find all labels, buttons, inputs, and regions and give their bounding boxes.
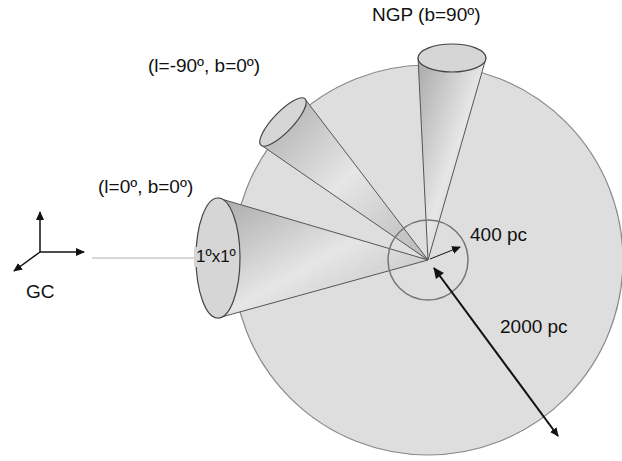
- direction-label: (l=0º, b=0º): [98, 176, 193, 198]
- axis-arrow: [40, 251, 84, 253]
- cone: [218, 198, 428, 318]
- axis-arrow: [39, 212, 41, 252]
- radius-arrow: [430, 247, 460, 259]
- axis-arrow: [14, 252, 40, 271]
- dimension-label: 400 pc: [470, 224, 527, 246]
- direction-label: NGP (b=90º): [372, 4, 481, 26]
- axis-label: GC: [26, 281, 55, 303]
- radius-arrow: [434, 268, 558, 436]
- direction-label: (l=-90º, b=0º): [148, 55, 260, 77]
- dimension-label: 2000 pc: [500, 316, 568, 338]
- inner-sphere: [388, 220, 468, 300]
- field-size-label: 1ºx1º: [194, 247, 238, 267]
- cone-base: [254, 92, 313, 152]
- cone-base: [418, 44, 486, 72]
